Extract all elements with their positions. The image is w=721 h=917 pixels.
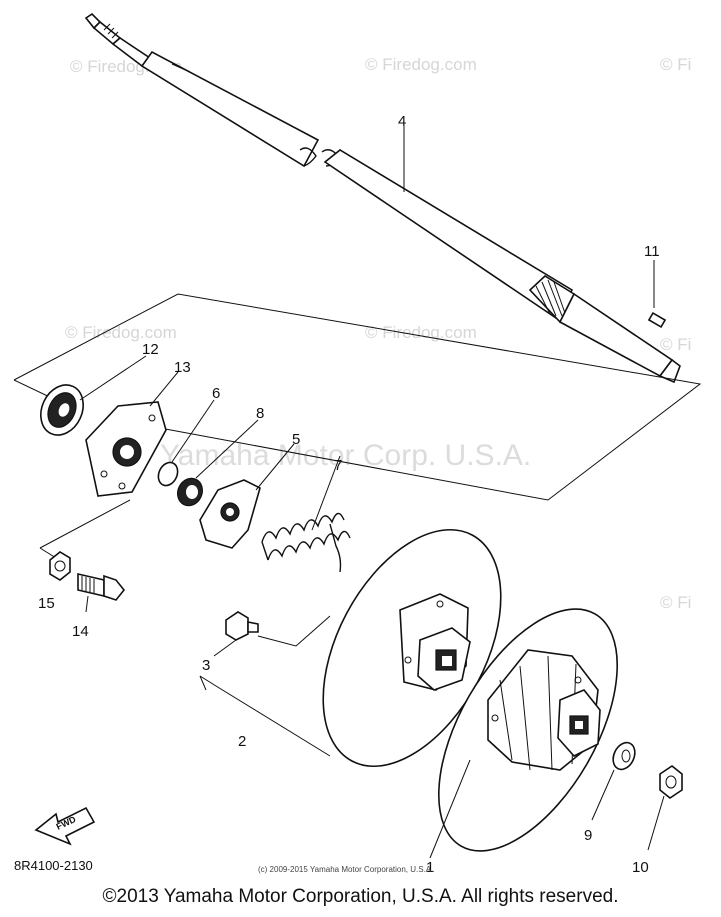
leader-5	[255, 443, 295, 491]
watermark-6: © Firedog.com	[65, 323, 177, 342]
part-number-7: 7	[334, 457, 342, 474]
collar-part-8	[177, 477, 203, 507]
exploded-parts-diagram: © Firedog.com © Firedog.com © Fi © Fired…	[13, 12, 702, 876]
leader-10	[647, 795, 665, 851]
flange-plate-part-13	[85, 401, 167, 497]
ring-part-6	[157, 461, 179, 487]
part-number-10: 10	[632, 859, 649, 876]
bracket-2	[199, 675, 331, 757]
part-number-14: 14	[72, 623, 89, 640]
leader-9	[591, 769, 615, 821]
watermark-8: © Fi	[660, 593, 691, 612]
watermark-4: © Firedog.com	[365, 323, 477, 342]
shaft-part-4	[84, 12, 681, 384]
watermark-2: © Firedog.com	[365, 55, 477, 74]
nut-part-10	[659, 765, 683, 799]
sliding-sheave-part-1	[437, 608, 619, 852]
leader-12	[79, 355, 147, 401]
part-number-3: 3	[202, 657, 210, 674]
washer-part-9	[612, 741, 636, 771]
bearing-part-12	[40, 384, 84, 436]
bolt-part-14	[77, 572, 126, 601]
watermark-3: © Fi	[660, 55, 691, 74]
drawing-code: 8R4100-2130	[14, 858, 93, 873]
copyright-footer: ©2013 Yamaha Motor Corporation, U.S.A. A…	[102, 886, 619, 907]
fwd-arrow-icon: FWD	[34, 806, 96, 846]
part-number-1: 1	[426, 859, 434, 876]
key-part-11	[647, 311, 667, 329]
watermark-5: © Fi	[660, 335, 691, 354]
sheave-part-2	[322, 528, 502, 768]
spring-part-7	[261, 512, 351, 573]
leader-7	[311, 455, 341, 531]
part-number-12: 12	[142, 341, 159, 358]
watermark-brand: Yamaha Motor Corp. U.S.A.	[160, 439, 531, 472]
leader-14	[85, 595, 89, 613]
screw-part-3	[225, 611, 259, 641]
part-number-4: 4	[398, 113, 406, 130]
leader-3	[213, 639, 237, 657]
part-number-13: 13	[174, 359, 191, 376]
leader-8	[195, 419, 259, 479]
part-number-6: 6	[212, 385, 220, 402]
assembly-bracket	[13, 293, 702, 501]
leader-13	[149, 371, 179, 407]
nut-part-15	[49, 551, 71, 581]
part-number-15: 15	[38, 595, 55, 612]
cam-part-5	[199, 479, 261, 549]
part-number-5: 5	[292, 431, 300, 448]
part-number-labels: 1 2 3 4 5 6 7 8 9 10 11 12 13 14 15	[38, 113, 660, 876]
leader-3b	[257, 615, 331, 647]
leader-1	[429, 759, 471, 859]
leader-6a	[171, 399, 215, 463]
part-number-9: 9	[584, 827, 592, 844]
part-number-2: 2	[238, 733, 246, 750]
part-number-11: 11	[644, 243, 660, 260]
small-credit: (c) 2009-2015 Yamaha Motor Corporation, …	[258, 865, 433, 874]
part-number-8: 8	[256, 405, 264, 422]
